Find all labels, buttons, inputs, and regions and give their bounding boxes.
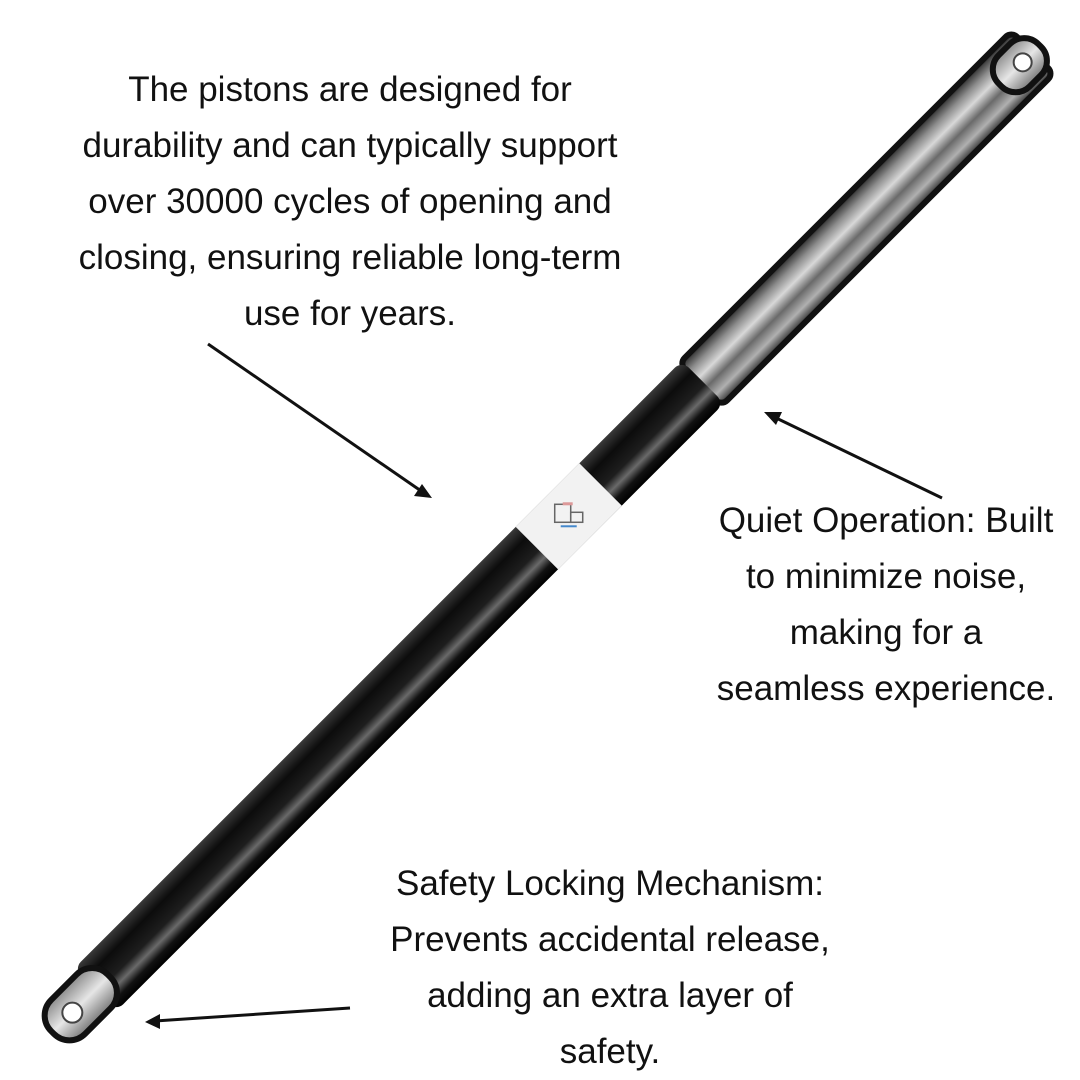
arrow-durability-icon (207, 342, 432, 498)
bottom-eyelet-hole-icon (61, 1001, 84, 1024)
bottom-eyelet (41, 965, 120, 1044)
product-label (515, 463, 622, 570)
callout-safety-locking: Safety Locking Mechanism: Prevents accid… (390, 864, 830, 1071)
arrow-quiet-icon (764, 412, 943, 500)
top-eyelet-hole-icon (1012, 52, 1033, 73)
piston-rod (679, 31, 1054, 406)
callout-quiet-operation: Quiet Operation: Built to minimize noise… (716, 501, 1056, 708)
arrow-safety-icon (145, 1006, 351, 1029)
brand-logo-icon (553, 502, 584, 528)
callout-durability: The pistons are designed for durability … (78, 70, 622, 333)
